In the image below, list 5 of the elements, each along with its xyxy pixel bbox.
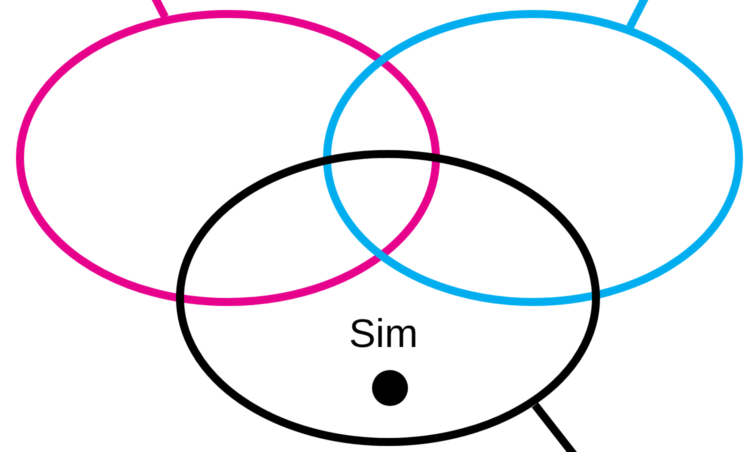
ellipse-outline [176,150,600,446]
ellipse-outline [323,10,743,306]
point-label: Sim [349,312,418,357]
dot-marker [372,370,408,406]
ellipse-outline [16,10,440,306]
